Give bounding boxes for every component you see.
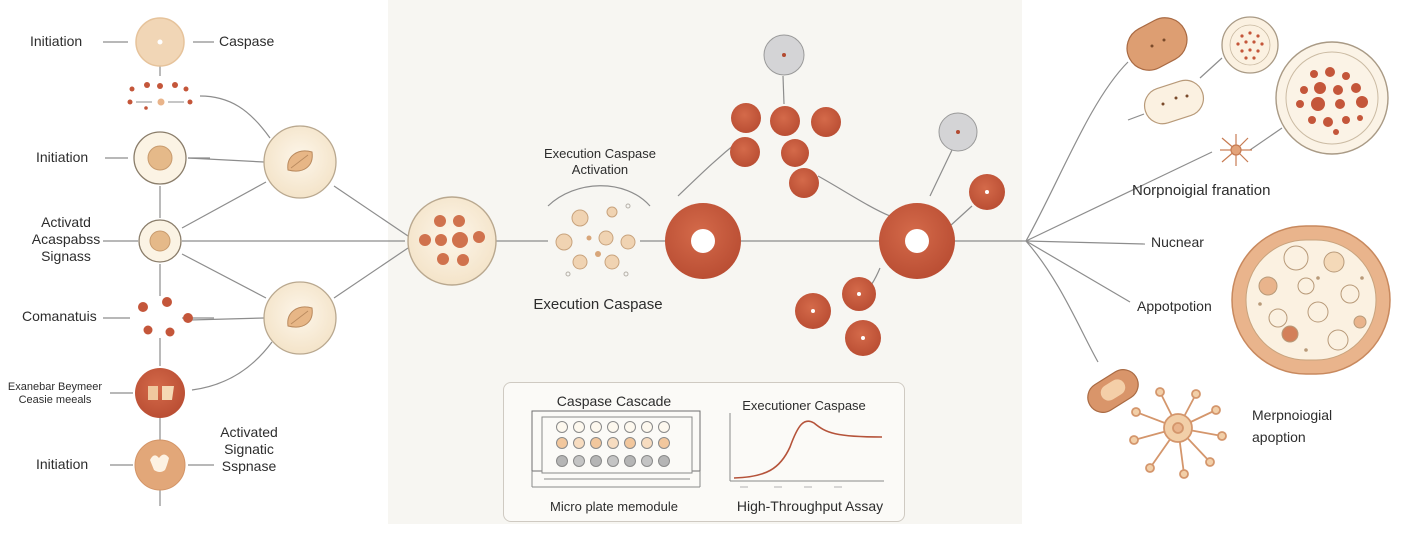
label-execution-activation: Execution Caspase Activation [543,146,657,177]
ring-node-2 [879,203,955,279]
left-node-scatter-1 [127,82,193,110]
hub-upper [263,125,337,199]
right-morphology [1087,16,1391,479]
assay-panel: Caspase Cascade Executioner Caspase [503,382,905,522]
central-node [407,196,497,286]
execution-cluster [555,203,636,277]
plate-caption: Micro plate memodule [550,499,678,514]
ring-node-1 [665,203,741,279]
label-exanebar: Exanebar Beymeer Ceasie meeals [7,381,103,406]
assay-graphics [531,410,884,488]
plate-title: Caspase Cascade [556,393,672,409]
label-initiation-1: Initiation [30,33,83,49]
label-activated-signatic: Activated Signatic Sspnase [220,424,278,474]
label-morph-apoption: Merpnoiogial apoption [1252,407,1333,445]
label-execution-caspase: Execution Caspase [533,296,663,313]
left-node-5 [135,368,185,418]
hub-lower [263,281,337,355]
left-node-2 [133,131,187,185]
left-node-scatter-2 [138,297,193,337]
label-nuclear: Nucnear [1151,234,1204,250]
label-initiation-2: Initiation [36,149,89,165]
lower-cluster [795,277,881,356]
curve-plot [729,413,884,488]
label-caspase: Caspase [219,33,275,49]
label-comanatuis: Comanatuis [22,308,97,324]
upper-cluster [730,34,1005,210]
left-node-1 [135,17,185,67]
left-node-3 [138,219,182,263]
curve-caption: High-Throughput Assay [736,498,884,514]
label-apoptosis: Appotpotion [1137,298,1212,314]
label-morph-formation: Norpnoigial franation [1132,182,1271,199]
left-node-6 [134,439,186,491]
label-initiation-3: Initiation [36,456,89,472]
curve-title: Executioner Caspase [742,398,866,413]
label-activated-signals: Activatd Acaspabss Signass [31,214,101,264]
microplate [531,410,701,488]
